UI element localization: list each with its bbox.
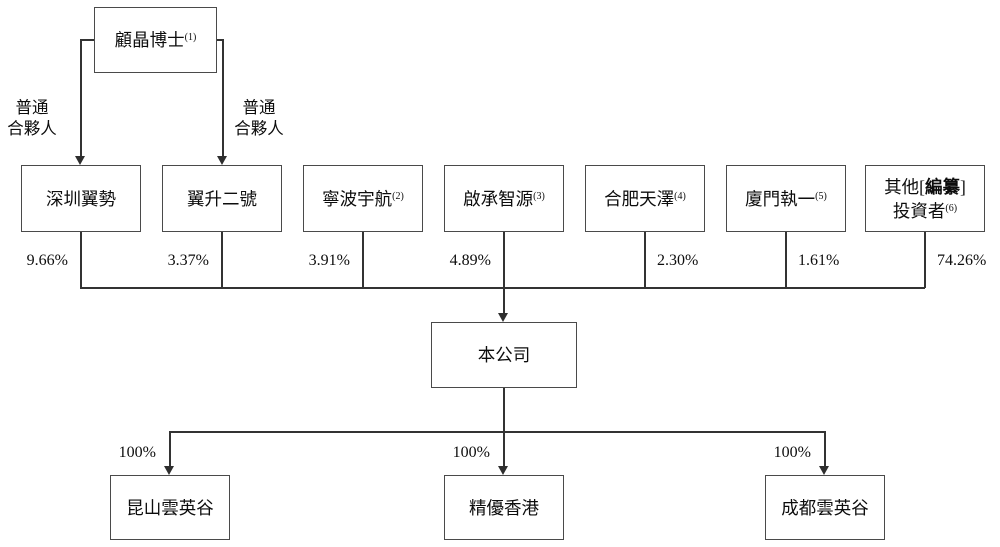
edge-shareholder-vertical (924, 232, 926, 288)
ownership-percentage: 100% (773, 444, 811, 461)
edge-shareholder-vertical (644, 232, 646, 288)
gp-label-line2: 合夥人 (7, 119, 57, 138)
ownership-percentage: 3.37% (167, 252, 209, 269)
redaction-placeholder: 編纂 (925, 176, 960, 197)
node-label: 啟承智源(3) (463, 188, 545, 209)
footnote-superscript: (5) (815, 190, 827, 202)
ownership-percentage: 100% (118, 444, 156, 461)
node-jingyou-xianggang: 精優香港 (444, 475, 564, 540)
edge-root-right-vertical (222, 39, 224, 157)
node-company: 本公司 (431, 322, 577, 388)
node-label: 成都雲英谷 (781, 497, 869, 518)
node-label: 翼升二號 (187, 188, 257, 209)
arrow-down-icon (217, 156, 227, 165)
gp-label-line1: 普通 (15, 98, 49, 117)
node-hefei-tianze: 合肥天澤(4) (585, 165, 705, 232)
edge-bus-to-company (503, 287, 505, 314)
footnote-superscript: (2) (392, 190, 404, 202)
ownership-percentage: 9.66% (26, 252, 68, 269)
edge-shareholder-vertical (80, 232, 82, 288)
gp-label-line2: 合夥人 (234, 119, 284, 138)
footnote-superscript: (4) (674, 190, 686, 202)
node-chengdu-yunyinggu: 成都雲英谷 (765, 475, 885, 540)
footnote-superscript: (6) (945, 202, 958, 214)
node-shenzhen-yishi: 深圳翼勢 (21, 165, 141, 232)
edge-company-vertical (503, 388, 505, 466)
arrow-down-icon (164, 466, 174, 475)
edge-root-left-horizontal (81, 39, 94, 41)
edge-shareholder-bus (80, 287, 925, 289)
ownership-percentage: 3.91% (308, 252, 350, 269)
node-gu-jing-boshi: 顧晶博士(1) (94, 7, 217, 73)
general-partner-label-left: 普通 合夥人 (6, 97, 58, 139)
edge-subsidiary-bus (170, 431, 825, 433)
node-ningbo-yuhang: 寧波宇航(2) (303, 165, 423, 232)
footnote-superscript: (3) (533, 190, 545, 202)
arrow-down-icon (498, 466, 508, 475)
edge-shareholder-vertical (221, 232, 223, 288)
node-label: 顧晶博士(1) (114, 30, 197, 50)
node-label: 廈門執一(5) (745, 188, 827, 209)
arrow-down-icon (819, 466, 829, 475)
node-label: 合肥天澤(4) (604, 188, 686, 209)
node-xiamen-zhiyi: 廈門執一(5) (726, 165, 846, 232)
node-label: 精優香港 (469, 497, 539, 518)
arrow-down-icon (498, 313, 508, 322)
node-kunshan-yunyinggu: 昆山雲英谷 (110, 475, 230, 540)
edge-subsidiary-vertical (169, 431, 171, 466)
general-partner-label-right: 普通 合夥人 (233, 97, 285, 139)
ownership-percentage: 1.61% (798, 252, 840, 269)
ownership-percentage: 2.30% (657, 252, 699, 269)
ownership-percentage: 74.26% (937, 252, 987, 269)
node-label: 深圳翼勢 (46, 188, 116, 209)
ownership-percentage: 4.89% (449, 252, 491, 269)
node-label: 昆山雲英谷 (126, 497, 214, 518)
node-qicheng-zhiyuan: 啟承智源(3) (444, 165, 564, 232)
edge-shareholder-vertical (503, 232, 505, 288)
arrow-down-icon (75, 156, 85, 165)
edge-root-right-horizontal (217, 39, 223, 41)
gp-label-line1: 普通 (242, 98, 276, 117)
footnote-superscript: (1) (184, 32, 197, 43)
node-label: 寧波宇航(2) (322, 188, 404, 209)
edge-root-left-vertical (80, 39, 82, 157)
edge-shareholder-vertical (362, 232, 364, 288)
edge-subsidiary-vertical (824, 431, 826, 466)
edge-shareholder-vertical (785, 232, 787, 288)
node-yisheng-erhao: 翼升二號 (162, 165, 282, 232)
node-label: 本公司 (477, 345, 531, 365)
node-label: 其他[編纂] 投資者(6) (884, 176, 966, 221)
node-other-investors: 其他[編纂] 投資者(6) (865, 165, 985, 232)
ownership-percentage: 100% (452, 444, 490, 461)
